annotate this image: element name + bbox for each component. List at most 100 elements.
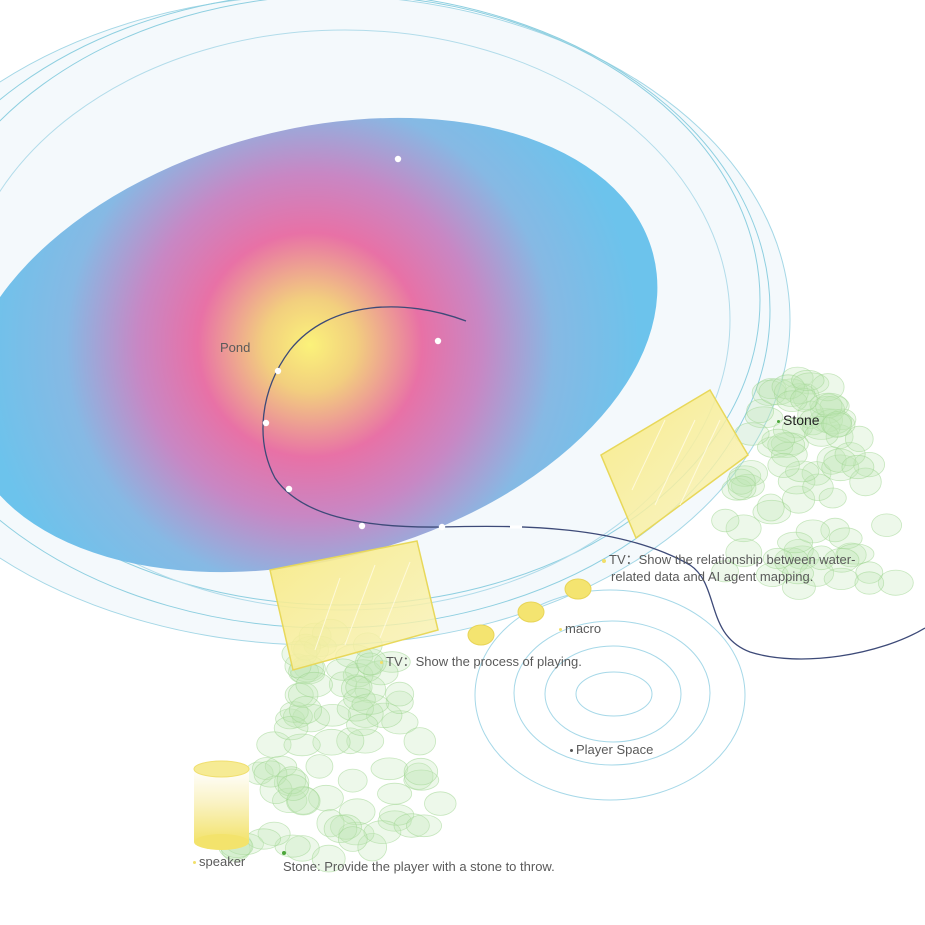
speaker-cylinder-icon [193,760,250,850]
path-node [274,367,282,375]
speaker-top [193,760,250,778]
stone-icon [403,769,440,791]
stone-icon [286,786,321,816]
yellow-dot-icon [602,558,606,563]
stone-icon [802,415,841,440]
ripple-ring [474,589,746,801]
stone-icon [363,660,399,686]
macro-label-container: macro [559,620,601,637]
stone-icon [790,387,818,412]
pond-gradient-icon [0,117,658,573]
stone-icon [323,814,358,844]
stone-icon [308,784,344,812]
stone-icon [821,412,856,437]
stone-icon [252,757,281,780]
stone-icon [311,844,346,873]
stone-icon [761,428,795,452]
tv-relationship-line1: TV：Show the relationship between water- [609,552,856,567]
stone-icon [295,671,333,698]
stone-icon [257,821,291,846]
stone-icon [385,681,415,707]
stone-icon [776,390,808,413]
stone-icon [758,378,797,406]
stone-icon [854,571,885,595]
stone-icon [283,733,321,757]
stone-icon [711,508,740,533]
pond-label: Pond [220,340,251,355]
stone-icon [284,682,314,707]
path-node [285,485,293,493]
path-nodes [262,155,446,531]
stone-icon [345,675,373,699]
stone-label: Stone [783,412,820,428]
ripple-rings-icon [474,589,746,801]
tv-relationship-label: TV：Show the relationship between water- … [602,551,855,585]
path-node [394,155,402,163]
macro-pebbles [467,578,592,646]
stone-icon [316,809,345,838]
tv-screen-icon [269,540,439,671]
stone-icon [785,460,820,483]
stone-icon [377,782,413,805]
stone-icon [279,701,309,723]
stone-icon [337,826,368,852]
stone-icon [844,425,874,452]
tv-playing-label: TV：Show the process of playing. [386,654,582,669]
stone-icon [305,754,334,779]
stone-icon [791,369,825,391]
stone-icon [711,560,739,583]
stone-icon [366,702,403,729]
stone-icon [338,798,376,826]
ripple-ring [575,671,653,717]
stone-icon [777,531,814,554]
stone-icon [357,833,388,862]
macro-label: macro [565,621,602,636]
stone-icon [756,493,785,522]
stone-icon [370,757,409,781]
green-dot-icon [282,850,286,855]
stone-icon [356,652,384,676]
path-node [438,523,446,531]
stone-icon [313,703,351,727]
stone-icon [727,475,757,501]
macro-pebble-icon [467,624,495,646]
stone-icon [853,451,885,478]
stone-icon [336,696,374,722]
stone-icon [823,547,860,573]
stone-icon [834,442,866,467]
stone-icon [363,820,402,844]
macro-pebble-icon [564,578,592,600]
stone-icon [277,774,309,801]
dark-dot-icon [570,749,573,753]
green-dot-icon [777,419,780,423]
stone-icon [818,487,847,509]
stone-icon [725,538,763,567]
tv-relationship-line2: related data and AI agent mapping. [611,569,814,584]
speaker-label-container: speaker [193,853,245,870]
stone-icon [877,569,914,596]
path-node [262,419,270,427]
stone-icon [801,461,832,486]
stone-icon [259,775,293,805]
stone-icon [807,545,836,571]
stone-icon [424,791,457,816]
ripple-ring [513,620,711,766]
stone-icon [855,561,884,584]
stone-icon [849,467,882,497]
speaker-base [194,834,249,850]
stone-throw-dot [282,843,289,860]
stone-icon [312,728,351,756]
yellow-dot-icon [193,861,196,865]
stone-label-container: Stone [777,412,820,429]
stone-icon [253,760,288,788]
stone-icon [821,454,860,482]
stone-icon [841,454,875,480]
stone-icon [726,468,756,495]
stone-icon [405,814,442,838]
stone-icon [337,768,368,793]
stone-throw-label: Stone: Provide the player with a stone t… [283,859,555,874]
stone-icon [403,757,439,786]
stone-piles [217,366,914,873]
stone-icon [385,690,414,715]
